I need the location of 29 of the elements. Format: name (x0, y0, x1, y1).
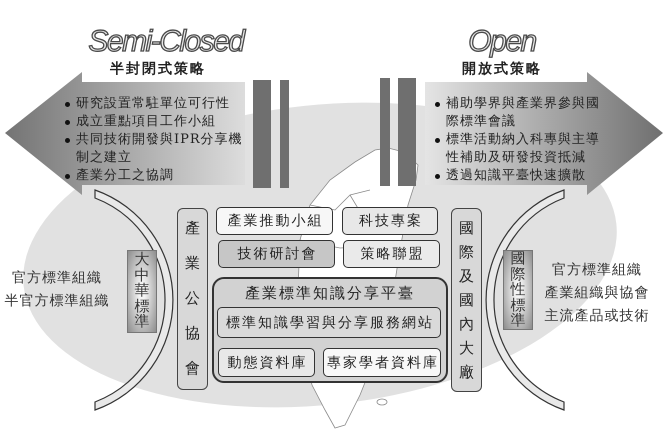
vertical-label-box: 國際及國內大廠 (451, 208, 482, 392)
bullet-item: 標準活動納入科專與主導性補助及研發投資抵減 (446, 131, 601, 167)
bullet-item: 成立重點項目工作小組 (76, 113, 216, 131)
bullet-item: 透過知識平臺快速擴散 (446, 167, 586, 185)
vertical-label-box: 產業公協會 (177, 208, 208, 390)
platform-panel (212, 277, 448, 383)
rounded-box: 動態資料庫 (218, 348, 315, 377)
rounded-box: 科技專案 (342, 207, 438, 235)
gradient-tag: 國際性標準 (503, 250, 533, 330)
heading: Open (468, 26, 536, 58)
rounded-box: 產業推動小組 (216, 207, 333, 235)
panel-title: 產業標準知識分享平臺 (245, 284, 415, 302)
bullet-item: 產業分工之協調 (76, 167, 174, 185)
bullet-item: 補助學界與產業界參與國際標準會議 (446, 95, 601, 131)
rounded-box: 策略聯盟 (343, 240, 440, 268)
bullet-item: 共同技術開發與IPR分享機制之建立 (76, 131, 244, 167)
heading: Semi-Closed (88, 26, 244, 58)
subheading: 開放式策略 (462, 61, 542, 78)
gradient-tag: 大中華標準 (127, 250, 157, 333)
rounded-box: 專家學者資料庫 (323, 348, 441, 377)
side-label: 官方標準組織 (552, 261, 642, 279)
rounded-box: 標準知識學習與分享服務網站 (217, 307, 441, 338)
side-label: 主流產品或技術 (544, 307, 650, 325)
side-label: 產業組織與協會 (544, 284, 650, 302)
side-label: 半官方標準組織 (4, 292, 110, 310)
rounded-box: 技術研討會 (218, 240, 335, 268)
bullet-item: 研究設置常駐單位可行性 (76, 95, 230, 113)
side-label: 官方標準組織 (12, 269, 102, 287)
subheading: 半封閉式策略 (110, 61, 206, 78)
